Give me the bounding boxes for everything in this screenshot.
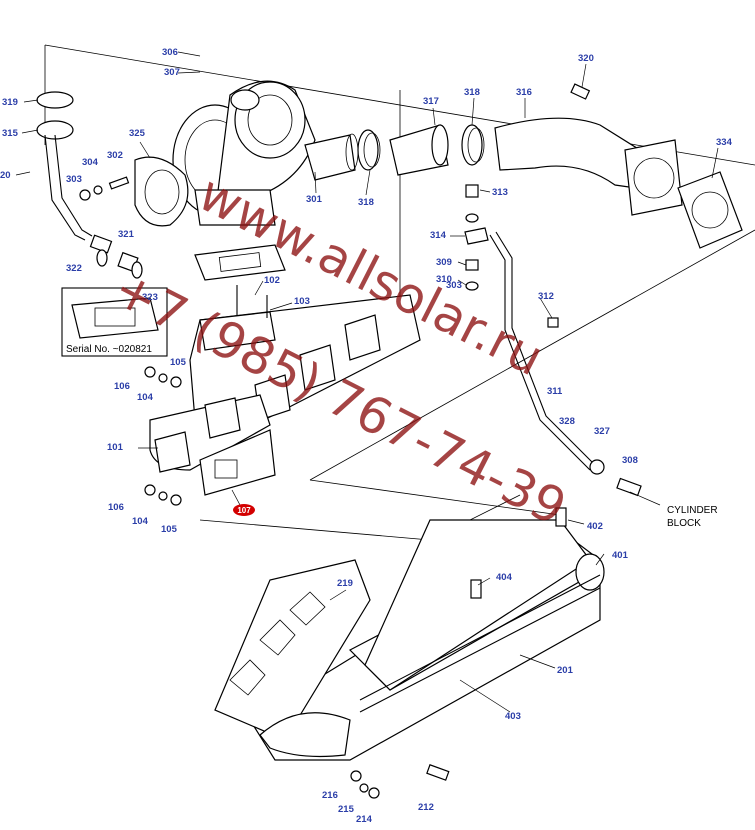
callout-313[interactable]: 313 xyxy=(492,187,508,198)
callout-304[interactable]: 304 xyxy=(82,157,99,168)
callout-104[interactable]: 104 xyxy=(137,392,154,403)
callout-402[interactable]: 402 xyxy=(587,521,603,532)
callout-301[interactable]: 301 xyxy=(306,194,323,205)
callout-318[interactable]: 318 xyxy=(464,87,480,98)
callout-101[interactable]: 101 xyxy=(107,442,124,453)
callout-319[interactable]: 319 xyxy=(2,97,18,108)
callout-104[interactable]: 104 xyxy=(132,516,149,527)
callout-212[interactable]: 212 xyxy=(418,802,434,813)
oil-feed-line xyxy=(464,184,642,497)
oil-return-line xyxy=(36,91,113,254)
callout-314[interactable]: 314 xyxy=(430,230,447,241)
callout-214[interactable]: 214 xyxy=(356,814,373,825)
turbocharger xyxy=(172,80,359,226)
callout-317[interactable]: 317 xyxy=(423,96,439,107)
callout-310[interactable]: 310 xyxy=(436,274,452,285)
callout-106[interactable]: 106 xyxy=(108,502,124,513)
guide-lines xyxy=(44,44,755,541)
callout-labels: 306 307 319 315 20 304 302 303 325 321 322 323 301 31… xyxy=(0,47,733,825)
cylinder-block-note-line2: BLOCK xyxy=(667,518,701,529)
callout-216[interactable]: 216 xyxy=(322,790,338,801)
callout-105[interactable]: 105 xyxy=(170,357,187,368)
leader-lines xyxy=(15,51,719,713)
callout-303[interactable]: 303 xyxy=(66,174,82,185)
serial-inset xyxy=(61,287,168,357)
highlighted-callout[interactable]: 107 xyxy=(233,504,255,516)
callout-325[interactable]: 325 xyxy=(129,128,146,139)
highlighted-callout-label[interactable]: 107 xyxy=(237,506,251,515)
callout-320[interactable]: 320 xyxy=(578,53,594,64)
callout-306[interactable]: 306 xyxy=(162,47,178,58)
callout-323[interactable]: 323 xyxy=(142,292,158,303)
callout-103[interactable]: 103 xyxy=(294,296,310,307)
callout-303[interactable]: 303 xyxy=(446,280,462,291)
callout-334[interactable]: 334 xyxy=(716,137,733,148)
callout-307[interactable]: 307 xyxy=(164,67,180,78)
callout-401[interactable]: 401 xyxy=(612,550,629,561)
callout-311[interactable]: 311 xyxy=(547,386,563,397)
callout-308[interactable]: 308 xyxy=(622,455,638,466)
callout-102[interactable]: 102 xyxy=(264,275,280,286)
callout-215[interactable]: 215 xyxy=(338,804,355,815)
exhaust-manifold-lower xyxy=(144,366,276,506)
callout-322[interactable]: 322 xyxy=(66,263,82,274)
callout-219[interactable]: 219 xyxy=(337,578,353,589)
callout-316[interactable]: 316 xyxy=(516,87,532,98)
callout-105[interactable]: 105 xyxy=(161,524,178,535)
callout-328[interactable]: 328 xyxy=(559,416,575,427)
callout-315[interactable]: 315 xyxy=(2,128,19,139)
callout-318[interactable]: 318 xyxy=(358,197,374,208)
callout-403[interactable]: 403 xyxy=(505,711,521,722)
callout-404[interactable]: 404 xyxy=(496,572,513,583)
callout-106[interactable]: 106 xyxy=(114,381,130,392)
small-fasteners-left xyxy=(79,176,143,279)
callout-327[interactable]: 327 xyxy=(594,426,610,437)
clamps-and-hoses xyxy=(357,83,743,249)
callout-201[interactable]: 201 xyxy=(557,665,574,676)
callout-309[interactable]: 309 xyxy=(436,257,452,268)
turbo-gasket xyxy=(194,244,286,281)
highlight-marker xyxy=(233,504,255,516)
callout-321[interactable]: 321 xyxy=(118,229,135,240)
water-cooled-manifold xyxy=(214,507,605,799)
serial-number-note: Serial No. ~020821 xyxy=(66,344,152,355)
cylinder-block-note-line1: CYLINDER xyxy=(667,505,718,516)
callout-302[interactable]: 302 xyxy=(107,150,123,161)
turbo-flange-gasket xyxy=(134,156,189,227)
callout-312[interactable]: 312 xyxy=(538,291,554,302)
callout-20[interactable]: 20 xyxy=(0,170,11,181)
